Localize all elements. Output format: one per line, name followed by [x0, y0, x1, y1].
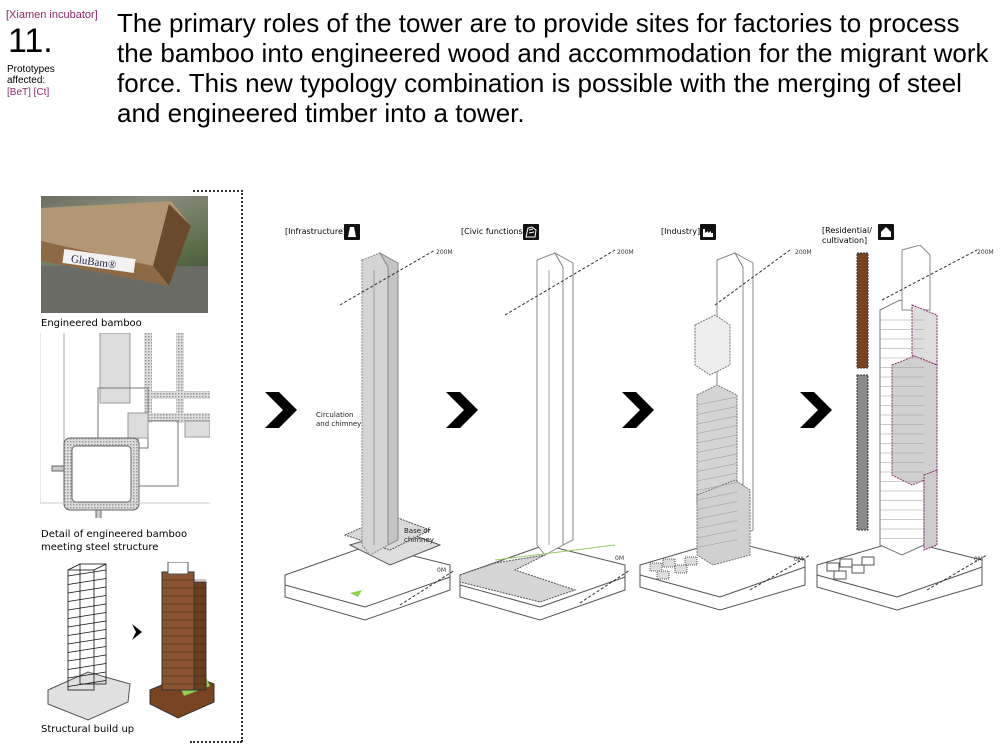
floor-line: [67, 629, 107, 636]
floor-line: [67, 654, 107, 662]
floor-line: [696, 482, 738, 491]
floor-line: [67, 578, 107, 585]
floor-line: [696, 463, 738, 472]
tower-civic-drawing: [459, 249, 631, 621]
civic-icon: [523, 224, 539, 240]
floor-line: [67, 595, 107, 602]
ground-marker: 0M: [974, 556, 983, 563]
floor-line: [696, 396, 738, 406]
chevron-arrow-icon: [622, 392, 654, 428]
label-circulation-chimney: Circulation and chimney: [316, 411, 362, 428]
project-tag: [Xiamen incubator]: [6, 9, 98, 21]
prototypes-label: Prototypes affected:: [7, 64, 55, 86]
engineered-bamboo-photo: GluBam®: [41, 196, 208, 313]
height-marker: 200M: [436, 249, 453, 256]
frame-bottom-line: [190, 741, 242, 743]
ground-marker: 0M: [437, 567, 446, 574]
ground-marker: 0M: [615, 555, 624, 562]
floor-line: [67, 671, 107, 679]
flexible-program-bar: [856, 252, 869, 369]
floor-line: [696, 491, 738, 501]
height-marker: 200M: [617, 249, 634, 256]
ground-marker: 0M: [794, 556, 803, 563]
label-base-chimney: Base of chimney: [404, 527, 434, 544]
chevron-arrow-icon: [800, 392, 832, 428]
build-arrow-icon: [132, 624, 142, 640]
factory-icon: [700, 224, 716, 240]
floor-line: [696, 406, 738, 415]
floor-line: [696, 510, 738, 520]
panel-industry-title: [Industry]: [661, 227, 701, 236]
frame-top-line: [193, 190, 243, 192]
floor-line: [696, 453, 738, 463]
floor-line: [696, 539, 738, 548]
floor-line: [67, 680, 107, 687]
floor-line: [67, 620, 107, 628]
chevron-arrow-icon: [265, 392, 297, 428]
height-marker: 200M: [795, 249, 812, 256]
section-number: 11.: [8, 22, 53, 60]
floor-line: [67, 586, 107, 594]
tower-infrastructure-drawing: [284, 249, 456, 621]
steel-bamboo-detail-drawing: [40, 333, 210, 518]
caption-detail: Detail of engineered bamboo meeting stee…: [41, 529, 188, 553]
floor-line: [67, 663, 107, 670]
floor-line: [696, 520, 738, 529]
floor-line: [67, 637, 107, 645]
panel-infrastructure-title: [Infrastructure]: [285, 227, 346, 236]
floor-line: [67, 603, 107, 611]
floor-line: [696, 501, 738, 510]
floor-line: [696, 444, 738, 453]
floor-line: [696, 434, 738, 444]
chevron-arrow-icon: [446, 392, 478, 428]
floor-line: [696, 472, 738, 482]
tower-residential-drawing: [816, 245, 988, 611]
floor-line: [696, 415, 738, 425]
intro-paragraph: The primary roles of the tower are to pr…: [117, 8, 989, 128]
fixed-program-bar: [856, 374, 869, 531]
tower-industry-drawing: [639, 249, 811, 611]
caption-engineered-bamboo: Engineered bamboo: [41, 318, 142, 329]
panel-civic-title: [Civic functions]: [461, 227, 526, 236]
house-icon: [878, 224, 894, 240]
height-marker: 200M: [977, 249, 994, 256]
chimney-icon: [344, 224, 360, 240]
panel-residential-title: [Residential/cultivation]: [822, 226, 872, 245]
floor-line: [67, 569, 107, 577]
floor-line: [696, 529, 738, 539]
floor-line: [67, 646, 107, 653]
prototype-codes: [BeT] [Ct]: [7, 87, 50, 98]
floor-line: [67, 612, 107, 619]
structural-buildup-drawing: [47, 562, 215, 721]
floor-line: [696, 425, 738, 434]
caption-structural: Structural build up: [41, 724, 135, 735]
sidebar-divider: [241, 190, 243, 742]
